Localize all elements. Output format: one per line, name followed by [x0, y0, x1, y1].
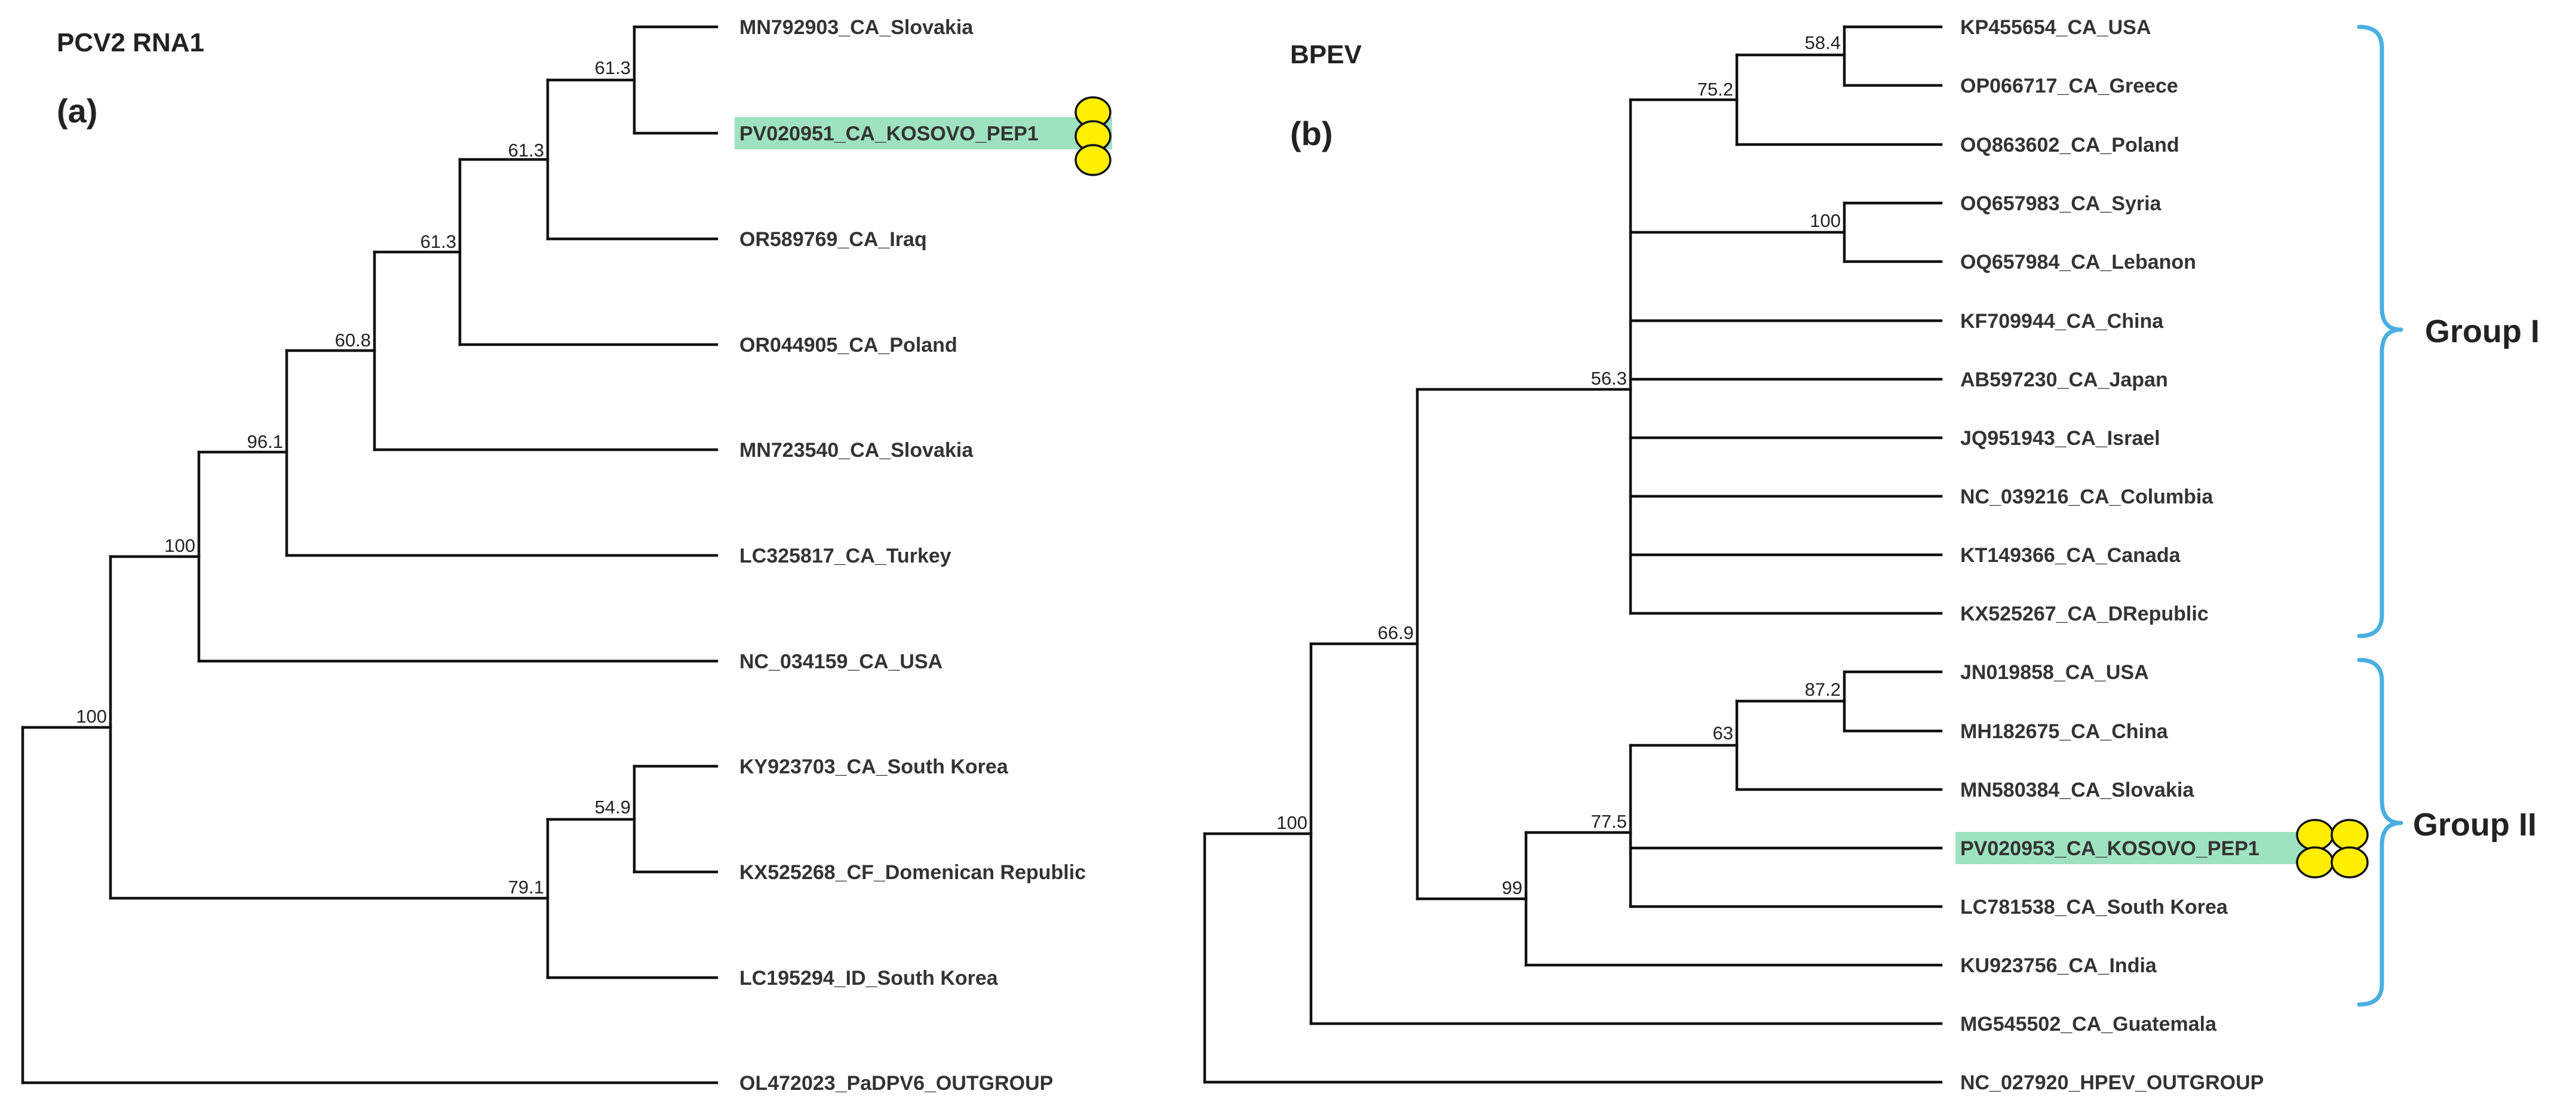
leaf-label: AB597230_CA_Japan — [1960, 368, 2168, 391]
panel-a-letter: (a) — [57, 92, 97, 130]
leaf-label: NC_027920_HPEV_OUTGROUP — [1960, 1071, 2264, 1094]
panel-b-tree — [1203, 25, 1943, 1084]
marker-cluster-b — [2296, 819, 2369, 878]
leaf-label: OL472023_PaDPV6_OUTGROUP — [739, 1072, 1053, 1095]
leaf-label: OQ863602_CA_Poland — [1960, 134, 2179, 156]
panel-a-tree — [21, 25, 719, 1085]
leaf-label: MN580384_CA_Slovakia — [1960, 779, 2194, 801]
leaf-label: OQ657984_CA_Lebanon — [1960, 251, 2196, 274]
yellow-circle-marker — [2296, 819, 2334, 851]
support-value: 75.2 — [1697, 79, 1733, 100]
leaf-label: KF709944_CA_China — [1960, 310, 2164, 333]
support-value: 99 — [1502, 877, 1522, 898]
leaf-label: KY923703_CA_South Korea — [739, 755, 1009, 778]
leaf-label: LC195294_ID_South Korea — [739, 967, 999, 990]
support-value: 61.3 — [420, 231, 456, 252]
group-one-bracket — [2357, 24, 2403, 638]
support-value: 100 — [1276, 812, 1307, 833]
leaf-label: OP066717_CA_Greece — [1960, 75, 2178, 97]
leaf-label: OQ657983_CA_Syria — [1960, 192, 2162, 215]
leaf-label: NC_034159_CA_USA — [739, 650, 942, 673]
leaf-label: MH182675_CA_China — [1960, 720, 2169, 743]
panel-b-letter: (b) — [1290, 115, 1333, 152]
panel-b-leaves: KP455654_CA_USA OP066717_CA_Greece OQ863… — [1960, 16, 2264, 1094]
panel-b: BPEV (b) — [1203, 16, 2540, 1094]
support-value: 56.3 — [1591, 368, 1627, 389]
group-two-bracket — [2357, 658, 2403, 1007]
highlight-box-a — [735, 117, 1112, 149]
leaf-label: NC_039216_CA_Columbia — [1960, 486, 2213, 508]
leaf-label: MN792903_CA_Slovakia — [739, 16, 974, 39]
support-value: 77.5 — [1591, 811, 1627, 832]
yellow-circle-marker — [1074, 144, 1112, 176]
leaf-label: KT149366_CA_Canada — [1960, 544, 2181, 567]
support-value: 61.3 — [508, 140, 544, 161]
panel-a-title: PCV2 RNA1 — [57, 28, 204, 57]
support-value: 54.9 — [595, 797, 631, 818]
panel-a-leaves: MN792903_CA_Slovakia PV020951_CA_KOSOVO_… — [739, 16, 1086, 1095]
panel-b-title: BPEV — [1290, 40, 1362, 69]
leaf-label: MG545502_CA_Guatemala — [1960, 1013, 2217, 1036]
leaf-label: JQ951943_CA_Israel — [1960, 427, 2160, 450]
leaf-label: JN019858_CA_USA — [1960, 661, 2149, 684]
leaf-label-highlighted: PV020951_CA_KOSOVO_PEP1 — [739, 122, 1039, 145]
support-value: 100 — [164, 535, 195, 556]
leaf-label: KX525268_CF_Domenican Republic — [739, 861, 1086, 884]
highlight-box-b — [1955, 832, 2305, 864]
support-value: 79.1 — [508, 877, 544, 898]
panel-b-supports: 58.4 75.2 100 56.3 87.2 63 77.5 99 66.9 … — [1276, 32, 1841, 898]
support-value: 61.3 — [595, 57, 631, 78]
panel-a-supports: 61.3 61.3 61.3 60.8 96.1 100 54.9 79.1 1… — [76, 57, 631, 898]
leaf-label: KP455654_CA_USA — [1960, 16, 2151, 39]
support-value: 87.2 — [1805, 679, 1841, 700]
leaf-label: OR044905_CA_Poland — [739, 334, 957, 357]
support-value: 63 — [1713, 723, 1733, 744]
yellow-circle-marker — [2296, 846, 2334, 878]
leaf-label: LC325817_CA_Turkey — [739, 545, 951, 567]
leaf-label: KX525267_CA_DRepublic — [1960, 603, 2209, 625]
support-value: 100 — [76, 706, 107, 727]
leaf-label: MN723540_CA_Slovakia — [739, 439, 974, 462]
leaf-label: OR589769_CA_Iraq — [739, 228, 927, 251]
leaf-label: KU923756_CA_India — [1960, 954, 2157, 977]
marker-stack-a — [1074, 96, 1112, 176]
support-value: 58.4 — [1805, 32, 1841, 53]
support-value: 100 — [1810, 210, 1841, 231]
yellow-circle-marker — [2331, 819, 2369, 851]
leaf-label-highlighted: PV020953_CA_KOSOVO_PEP1 — [1960, 837, 2259, 860]
support-value: 60.8 — [335, 330, 371, 351]
support-value: 66.9 — [1378, 622, 1414, 643]
support-value: 96.1 — [247, 431, 283, 452]
group-one-label: Group I — [2425, 314, 2540, 349]
leaf-label: LC781538_CA_South Korea — [1960, 896, 2228, 919]
yellow-circle-marker — [2331, 846, 2369, 878]
group-two-label: Group II — [2413, 807, 2537, 843]
panel-a: PCV2 RNA1 (a) — [21, 16, 1112, 1095]
